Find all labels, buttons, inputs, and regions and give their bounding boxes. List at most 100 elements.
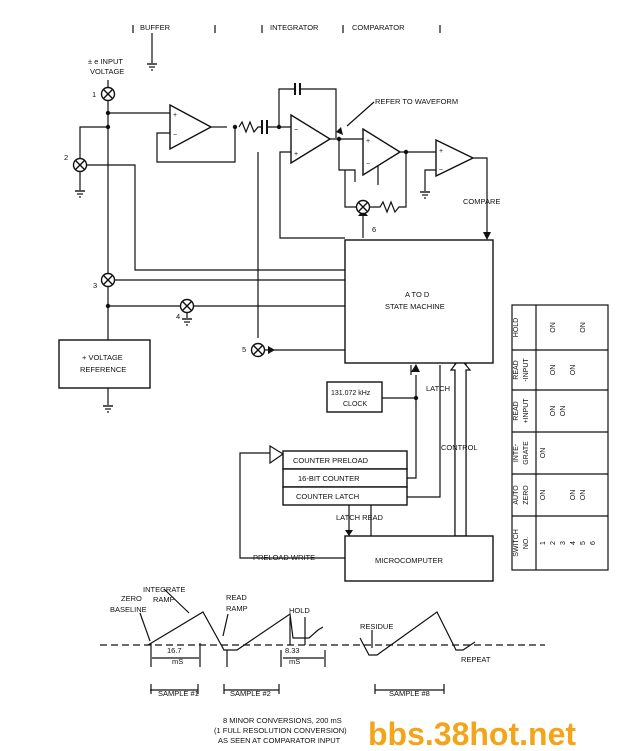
counter-latch-label: COUNTER LATCH xyxy=(296,492,359,501)
comparator-op-amp-2: +− xyxy=(435,138,475,178)
state-machine-label-2: STATE MACHINE xyxy=(385,302,445,311)
switch-number-3: 3 xyxy=(93,281,97,290)
caption-line-2: (1 FULL RESOLUTION CONVERSION) xyxy=(214,726,347,735)
read-ramp-label-2: RAMP xyxy=(226,604,248,613)
switch-6 xyxy=(355,199,371,215)
switch-number-5: 5 xyxy=(242,345,246,354)
microcomputer-block xyxy=(344,535,494,582)
switch-1 xyxy=(100,86,116,102)
switch-table-header: AUTO xyxy=(513,485,520,505)
waveform xyxy=(100,588,545,694)
switch-table-header: ZERO xyxy=(523,485,530,505)
switch-table-header: READ xyxy=(513,401,520,420)
integrate-ramp-label-2: RAMP xyxy=(153,595,175,604)
counter-latch-block xyxy=(282,486,408,506)
control-label: CONTROL xyxy=(441,443,478,452)
integrate-ramp-label-1: INTEGRATE xyxy=(143,585,185,594)
switch-table-cell: ON xyxy=(540,448,547,459)
switch-table-cell: 2 xyxy=(550,541,557,545)
input-voltage-label-1: ± e INPUT xyxy=(88,57,123,66)
switch-table-cell: 4 xyxy=(570,541,577,545)
switch-table-cell: ON xyxy=(550,365,557,376)
preload-arrow xyxy=(269,444,285,465)
comparator-op-amp-1: +− xyxy=(362,127,402,177)
switch-number-6: 6 xyxy=(372,225,376,234)
caption-line-1: 8 MINOR CONVERSIONS, 200 mS xyxy=(223,716,342,725)
sample-2-label: SAMPLE #2 xyxy=(230,689,271,698)
svg-text:−: − xyxy=(173,132,177,139)
junction-dots xyxy=(105,110,419,401)
refer-waveform-arrow xyxy=(346,101,375,127)
refer-waveform-label: REFER TO WAVEFORM xyxy=(375,97,458,106)
read-ramp-label-1: READ xyxy=(226,593,247,602)
zero-baseline-label-1: ZERO xyxy=(121,594,142,603)
caption-line-3: AS SEEN AT COMPARATOR INPUT xyxy=(218,736,341,745)
integrator-label: INTEGRATOR xyxy=(270,23,319,32)
switch-4 xyxy=(179,298,195,314)
clock-label: CLOCK xyxy=(343,401,367,408)
comparator-label: COMPARATOR xyxy=(352,23,405,32)
sample-8-label: SAMPLE #8 xyxy=(389,689,430,698)
switch-table-header: READ xyxy=(513,360,520,379)
svg-text:+: + xyxy=(366,138,370,145)
buffer-op-amp: +− xyxy=(169,103,213,151)
switch-table-cell: ON xyxy=(570,365,577,376)
switch-number-4: 4 xyxy=(176,312,180,321)
svg-text:−: − xyxy=(294,127,298,134)
clock-frequency: 131.072 kHz xyxy=(331,390,371,397)
switch-5 xyxy=(250,342,266,358)
section-headers xyxy=(132,25,441,71)
compare-label: COMPARE xyxy=(463,197,500,206)
state-machine-block xyxy=(344,239,494,364)
switch-number-1: 1 xyxy=(92,90,96,99)
zero-baseline-label-2: BASELINE xyxy=(110,605,147,614)
switch-table-cell: ON xyxy=(570,490,577,501)
counter-16bit-label: 16-BIT COUNTER xyxy=(298,474,360,483)
sample-1-label: SAMPLE #1 xyxy=(158,689,199,698)
switch-table-cell: 3 xyxy=(560,541,567,545)
voltage-reference-label-1: + VOLTAGE xyxy=(82,353,123,362)
svg-text:+: + xyxy=(294,151,298,158)
time-1-unit: mS xyxy=(172,657,183,666)
switch-table-cell: ON xyxy=(560,406,567,417)
buffer-label: BUFFER xyxy=(140,23,171,32)
state-machine-label-1: A TO D xyxy=(405,290,430,299)
counter-preload-label: COUNTER PRELOAD xyxy=(293,456,369,465)
switch-table xyxy=(511,304,609,571)
repeat-label: REPEAT xyxy=(461,655,491,664)
switch-table-cell: 6 xyxy=(590,541,597,545)
preload-write-label: PRELOAD WRITE xyxy=(253,553,315,562)
voltage-reference-label-2: REFERENCE xyxy=(80,365,126,374)
svg-text:+: + xyxy=(173,112,177,119)
time-2-unit: mS xyxy=(289,657,300,666)
switch-table-cell: ON xyxy=(550,322,557,333)
switch-table-header: SWITCH xyxy=(513,529,520,557)
switch-table-cell: 5 xyxy=(580,541,587,545)
switch-number-2: 2 xyxy=(64,153,68,162)
switch-table-header: -INPUT xyxy=(523,358,530,382)
switch-table-cell: ON xyxy=(540,490,547,501)
watermark: bbs.38hot.net xyxy=(368,716,576,751)
switch-table-header: GRATE xyxy=(523,441,530,465)
time-2-value: 8.33 xyxy=(285,646,300,655)
latch-label: LATCH xyxy=(426,384,450,393)
switch-table-cell: 1 xyxy=(540,541,547,545)
voltage-reference-block xyxy=(58,339,151,389)
switch-2 xyxy=(72,157,88,173)
input-voltage-label-2: VOLTAGE xyxy=(90,67,124,76)
switch-3 xyxy=(100,272,116,288)
svg-text:+: + xyxy=(439,148,443,155)
hold-label: HOLD xyxy=(289,606,310,615)
switch-table-header: NO. xyxy=(523,537,530,550)
switch-table-cell: ON xyxy=(550,406,557,417)
svg-text:−: − xyxy=(366,161,370,168)
microcomputer-label: MICROCOMPUTER xyxy=(375,556,443,565)
svg-text:−: − xyxy=(439,167,443,174)
switch-table-header: +INPUT xyxy=(523,398,530,424)
integrator-op-amp: −+ xyxy=(290,113,332,165)
latch-read-label: LATCH READ xyxy=(336,513,384,522)
switch-table-header: INTE- xyxy=(513,443,520,462)
switch-table-header: HOLD xyxy=(513,318,520,337)
